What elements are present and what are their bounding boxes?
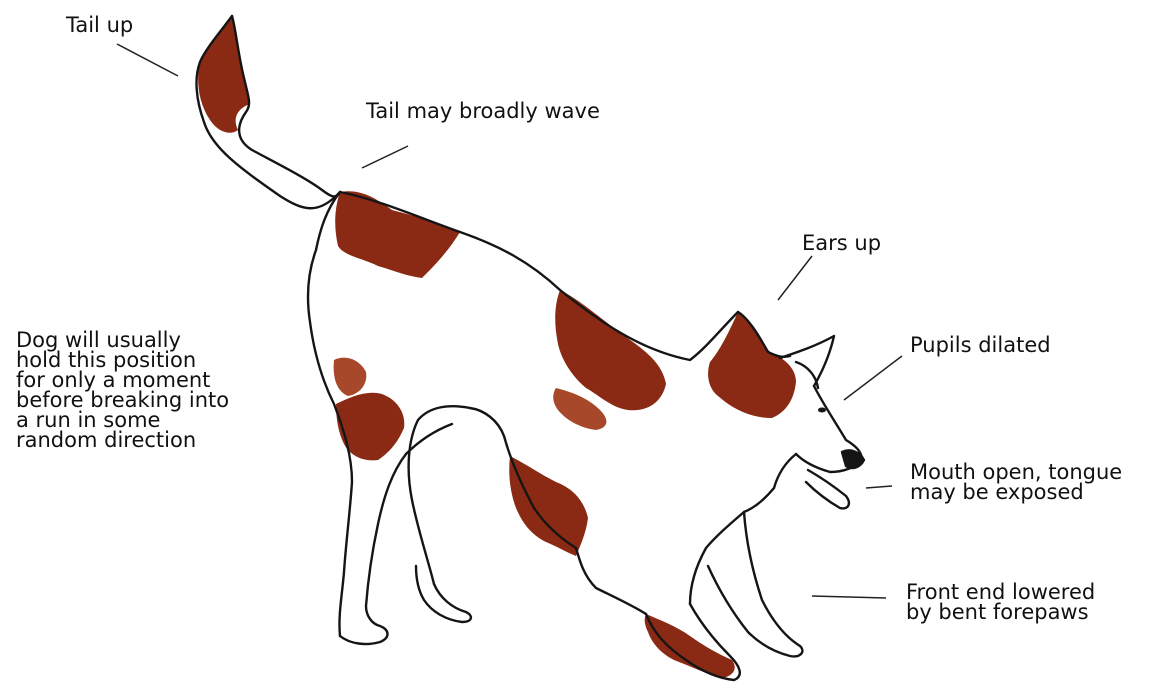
behavior-note: Dog will usually hold this position for … <box>16 330 229 450</box>
tail-wave-pointer <box>362 146 408 168</box>
mouth-label: Mouth open, tongue may be exposed <box>910 462 1122 502</box>
pupils-pointer <box>844 356 902 400</box>
tail-inner-outline <box>232 16 340 196</box>
tail-up-label: Tail up <box>66 14 133 36</box>
chest-outline <box>690 512 744 604</box>
front-end-pointer <box>812 596 886 598</box>
ears-up-label: Ears up <box>802 232 881 254</box>
jaw-outline <box>744 454 796 512</box>
pupils-label: Pupils dilated <box>910 334 1051 356</box>
belly-outline <box>576 548 646 614</box>
small-patch-hip <box>334 358 367 396</box>
rear-foot-outline <box>340 454 406 644</box>
tail-up-pointer <box>117 44 178 76</box>
rear-leg-inner-outline <box>409 406 470 584</box>
flank-patch <box>555 290 666 410</box>
tail-wave-label: Tail may broadly wave <box>366 100 600 122</box>
eye <box>818 408 826 413</box>
haunch-patch <box>336 393 404 461</box>
mouth-pointer <box>866 486 892 488</box>
belly-line-outline <box>406 424 452 454</box>
front-leg-outline <box>708 512 802 656</box>
ears-up-pointer <box>778 256 812 300</box>
head-top-outline <box>814 386 862 460</box>
tongue-outline <box>806 470 849 508</box>
back-patch <box>335 191 460 278</box>
front-end-label: Front end lowered by bent forepaws <box>906 582 1095 622</box>
belly-patch <box>509 456 588 556</box>
rear-paw-outline <box>416 566 471 622</box>
